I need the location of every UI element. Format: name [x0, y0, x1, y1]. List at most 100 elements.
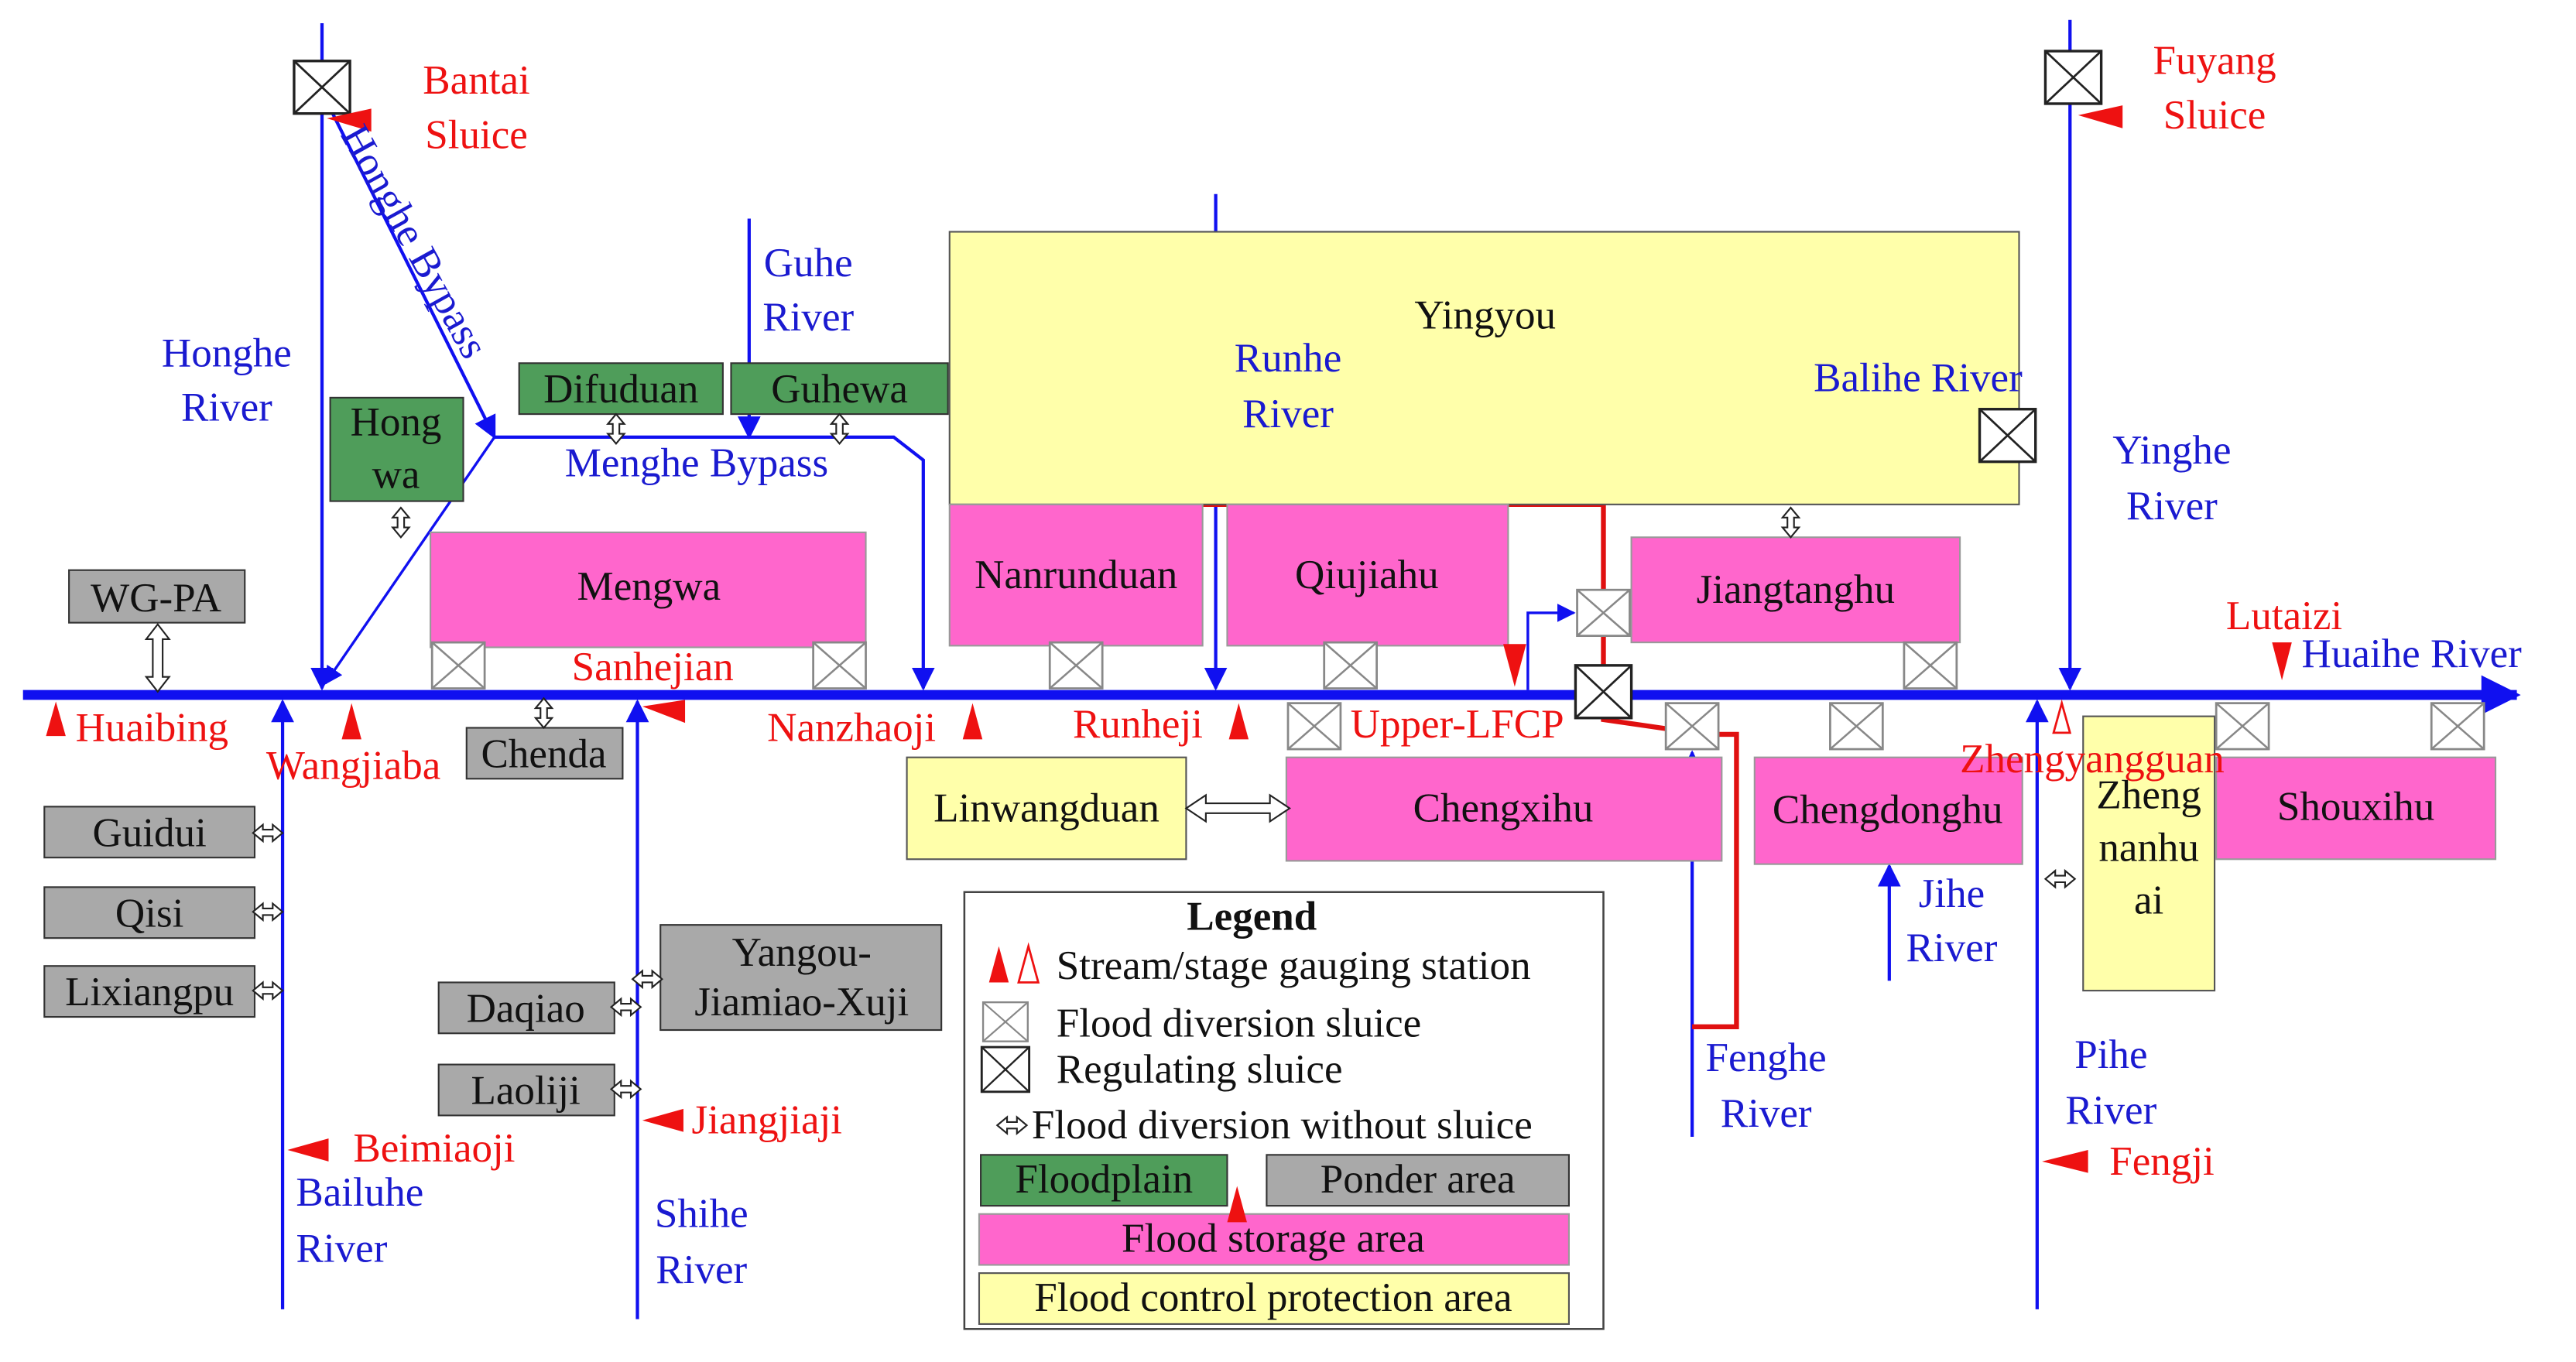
qiujiahu-link: [1526, 604, 1576, 690]
jiangtanghu-area: [1630, 536, 1961, 644]
huaibing-label: Huaibing: [76, 705, 228, 750]
hongwa-double-arrow: [392, 507, 410, 539]
chengxihu-label: Chengxihu: [1413, 785, 1594, 830]
upper-lfcp-regulating-sluice: [1574, 664, 1633, 720]
shihe-label-1: Shihe: [655, 1192, 748, 1237]
sluice-chengdonghu: [1829, 702, 1884, 751]
wgpa-label: WG-PA: [91, 576, 221, 621]
pihe-label-1: Pihe: [2074, 1032, 2147, 1077]
upper-lfcp-station-marker: [1503, 644, 1526, 687]
wgpa-double-arrow: [144, 623, 171, 693]
hongwa-label-1: Hong: [351, 400, 442, 445]
difuduan-label: Difuduan: [543, 367, 698, 412]
bailuhe-label-2: River: [296, 1226, 388, 1271]
linwangduan-label: Linwangduan: [933, 785, 1160, 830]
beimiaoji-station-marker: [287, 1138, 329, 1162]
sluice-nanrunduan: [1048, 641, 1104, 690]
shihe-label-2: River: [656, 1247, 747, 1292]
legend-gauge-label: Stream/stage gauging station: [1057, 943, 1531, 988]
wgpa-area: [68, 569, 246, 624]
runheji-label: Runheji: [1073, 702, 1203, 747]
jihe-label-1: Jihe: [1919, 871, 1985, 916]
legend-diversion-sluice-icon: [981, 1001, 1029, 1042]
lutaizi-label: Lutaizi: [2226, 594, 2342, 638]
guidui-double-arrow: [252, 823, 284, 842]
hongwa-label-2: wa: [372, 453, 420, 498]
legend-regulating-sluice-icon: [980, 1045, 1031, 1093]
zhengnanhuai-area: [2082, 715, 2216, 992]
mengwa-area: [430, 531, 867, 648]
jiangtanghu-double-arrow: [1781, 507, 1800, 539]
bantai-label-2: Sluice: [425, 112, 528, 157]
chenda-double-arrow: [534, 697, 553, 729]
lixiangpu-double-arrow: [252, 981, 284, 1000]
honghe-bypass-line: [320, 91, 496, 440]
sanhejian-station-marker: [642, 700, 686, 724]
zhengyangguan-label: Zhengyangguan: [1960, 737, 2225, 782]
legend-storage-label: Flood storage area: [1122, 1217, 1425, 1261]
yangou-label-1: Yangou-: [732, 930, 872, 975]
shouxihu-area: [2215, 756, 2497, 861]
yingyou-label: Yingyou: [1414, 293, 1556, 338]
legend: Legend Stream/stage gauging station Floo…: [963, 891, 1605, 1330]
sluice-chengxihu: [1286, 702, 1342, 751]
legend-no-sluice-label: Flood diversion without sluice: [1032, 1103, 1533, 1148]
legend-diversion-sluice-label: Flood diversion sluice: [1057, 1001, 1422, 1046]
legend-floodplain-swatch: [980, 1154, 1228, 1207]
legend-storage-swatch: [978, 1213, 1570, 1266]
station-labels: Bantai Sluice Fuyang Sluice Lutaizi Sanh…: [76, 39, 2343, 1184]
guhe-label-1: Guhe: [764, 241, 853, 286]
zhengyangguan-station-marker: [2052, 699, 2072, 734]
bantai-label-1: Bantai: [423, 58, 529, 103]
bailuhe-label-1: Bailuhe: [296, 1170, 423, 1215]
linwangduan-double-arrow: [1184, 793, 1292, 823]
yinghe-label-1: Yinghe: [2112, 428, 2231, 473]
yingyou-area: [948, 231, 2020, 505]
wangjiaba-station-marker: [341, 703, 361, 740]
qisi-label: Qisi: [115, 891, 183, 936]
qiujiahu-label: Qiujiahu: [1295, 553, 1439, 597]
diversions-without-sluice: [144, 413, 2076, 1099]
zhengnanhuai-label-1: Zheng: [2096, 772, 2201, 817]
fuyang-station-marker: [2078, 105, 2123, 128]
gauging-stations: [46, 105, 2292, 1173]
fenghe-label-1: Fenghe: [1706, 1035, 1827, 1080]
huaihe-label: Huaihe River: [2302, 631, 2523, 676]
sluice-mengwa-west: [430, 641, 486, 690]
difuduan-area: [518, 362, 724, 416]
guidui-label: Guidui: [92, 810, 206, 855]
runhe-label-1: Runhe: [1235, 336, 1342, 381]
nanrunduan-area: [948, 503, 1204, 647]
chengxihu-area: [1285, 756, 1723, 862]
runheji-station-marker: [1228, 703, 1249, 740]
nanzhaoji-station-marker: [962, 703, 983, 740]
lutaizi-station-marker: [2272, 642, 2292, 680]
legend-gauge-filled-icon: [988, 946, 1009, 983]
beimiaoji-label: Beimiaoji: [353, 1126, 515, 1171]
mengwa-label: Mengwa: [577, 564, 721, 609]
laoliji-area: [437, 1063, 615, 1117]
zhengnanhuai-label-2: nanhu: [2098, 825, 2199, 870]
legend-storage-marker: [1227, 1186, 1247, 1223]
legend-protection-swatch: [978, 1272, 1570, 1325]
runhe-label-2: River: [1242, 392, 1334, 436]
linwangduan-area: [906, 756, 1187, 861]
fuyang-label-1: Fuyang: [2153, 39, 2276, 84]
hongwa-connector: [324, 436, 496, 686]
chenda-label: Chenda: [481, 731, 607, 776]
menghe-bypass-label: Menghe Bypass: [565, 441, 828, 486]
sluice-jiangtanghu: [1903, 641, 1958, 690]
pihe-label-2: River: [2065, 1088, 2156, 1133]
lixiangpu-label: Lixiangpu: [65, 970, 234, 1015]
legend-regulating-sluice-label: Regulating sluice: [1057, 1047, 1343, 1092]
daqiao-label: Daqiao: [467, 986, 585, 1031]
zhengnanhuai-double-arrow: [2044, 870, 2076, 888]
legend-ponder-swatch: [1266, 1154, 1570, 1207]
balihe-regulating-sluice: [1978, 408, 2037, 464]
fuyang-regulating-sluice: [2043, 50, 2103, 105]
guhewa-label: Guhewa: [771, 367, 908, 412]
chengdonghu-area: [1753, 756, 2023, 865]
fenghe-label-2: River: [1721, 1091, 1812, 1136]
guhewa-area: [730, 362, 949, 416]
sluice-qiujiahu: [1323, 641, 1378, 690]
